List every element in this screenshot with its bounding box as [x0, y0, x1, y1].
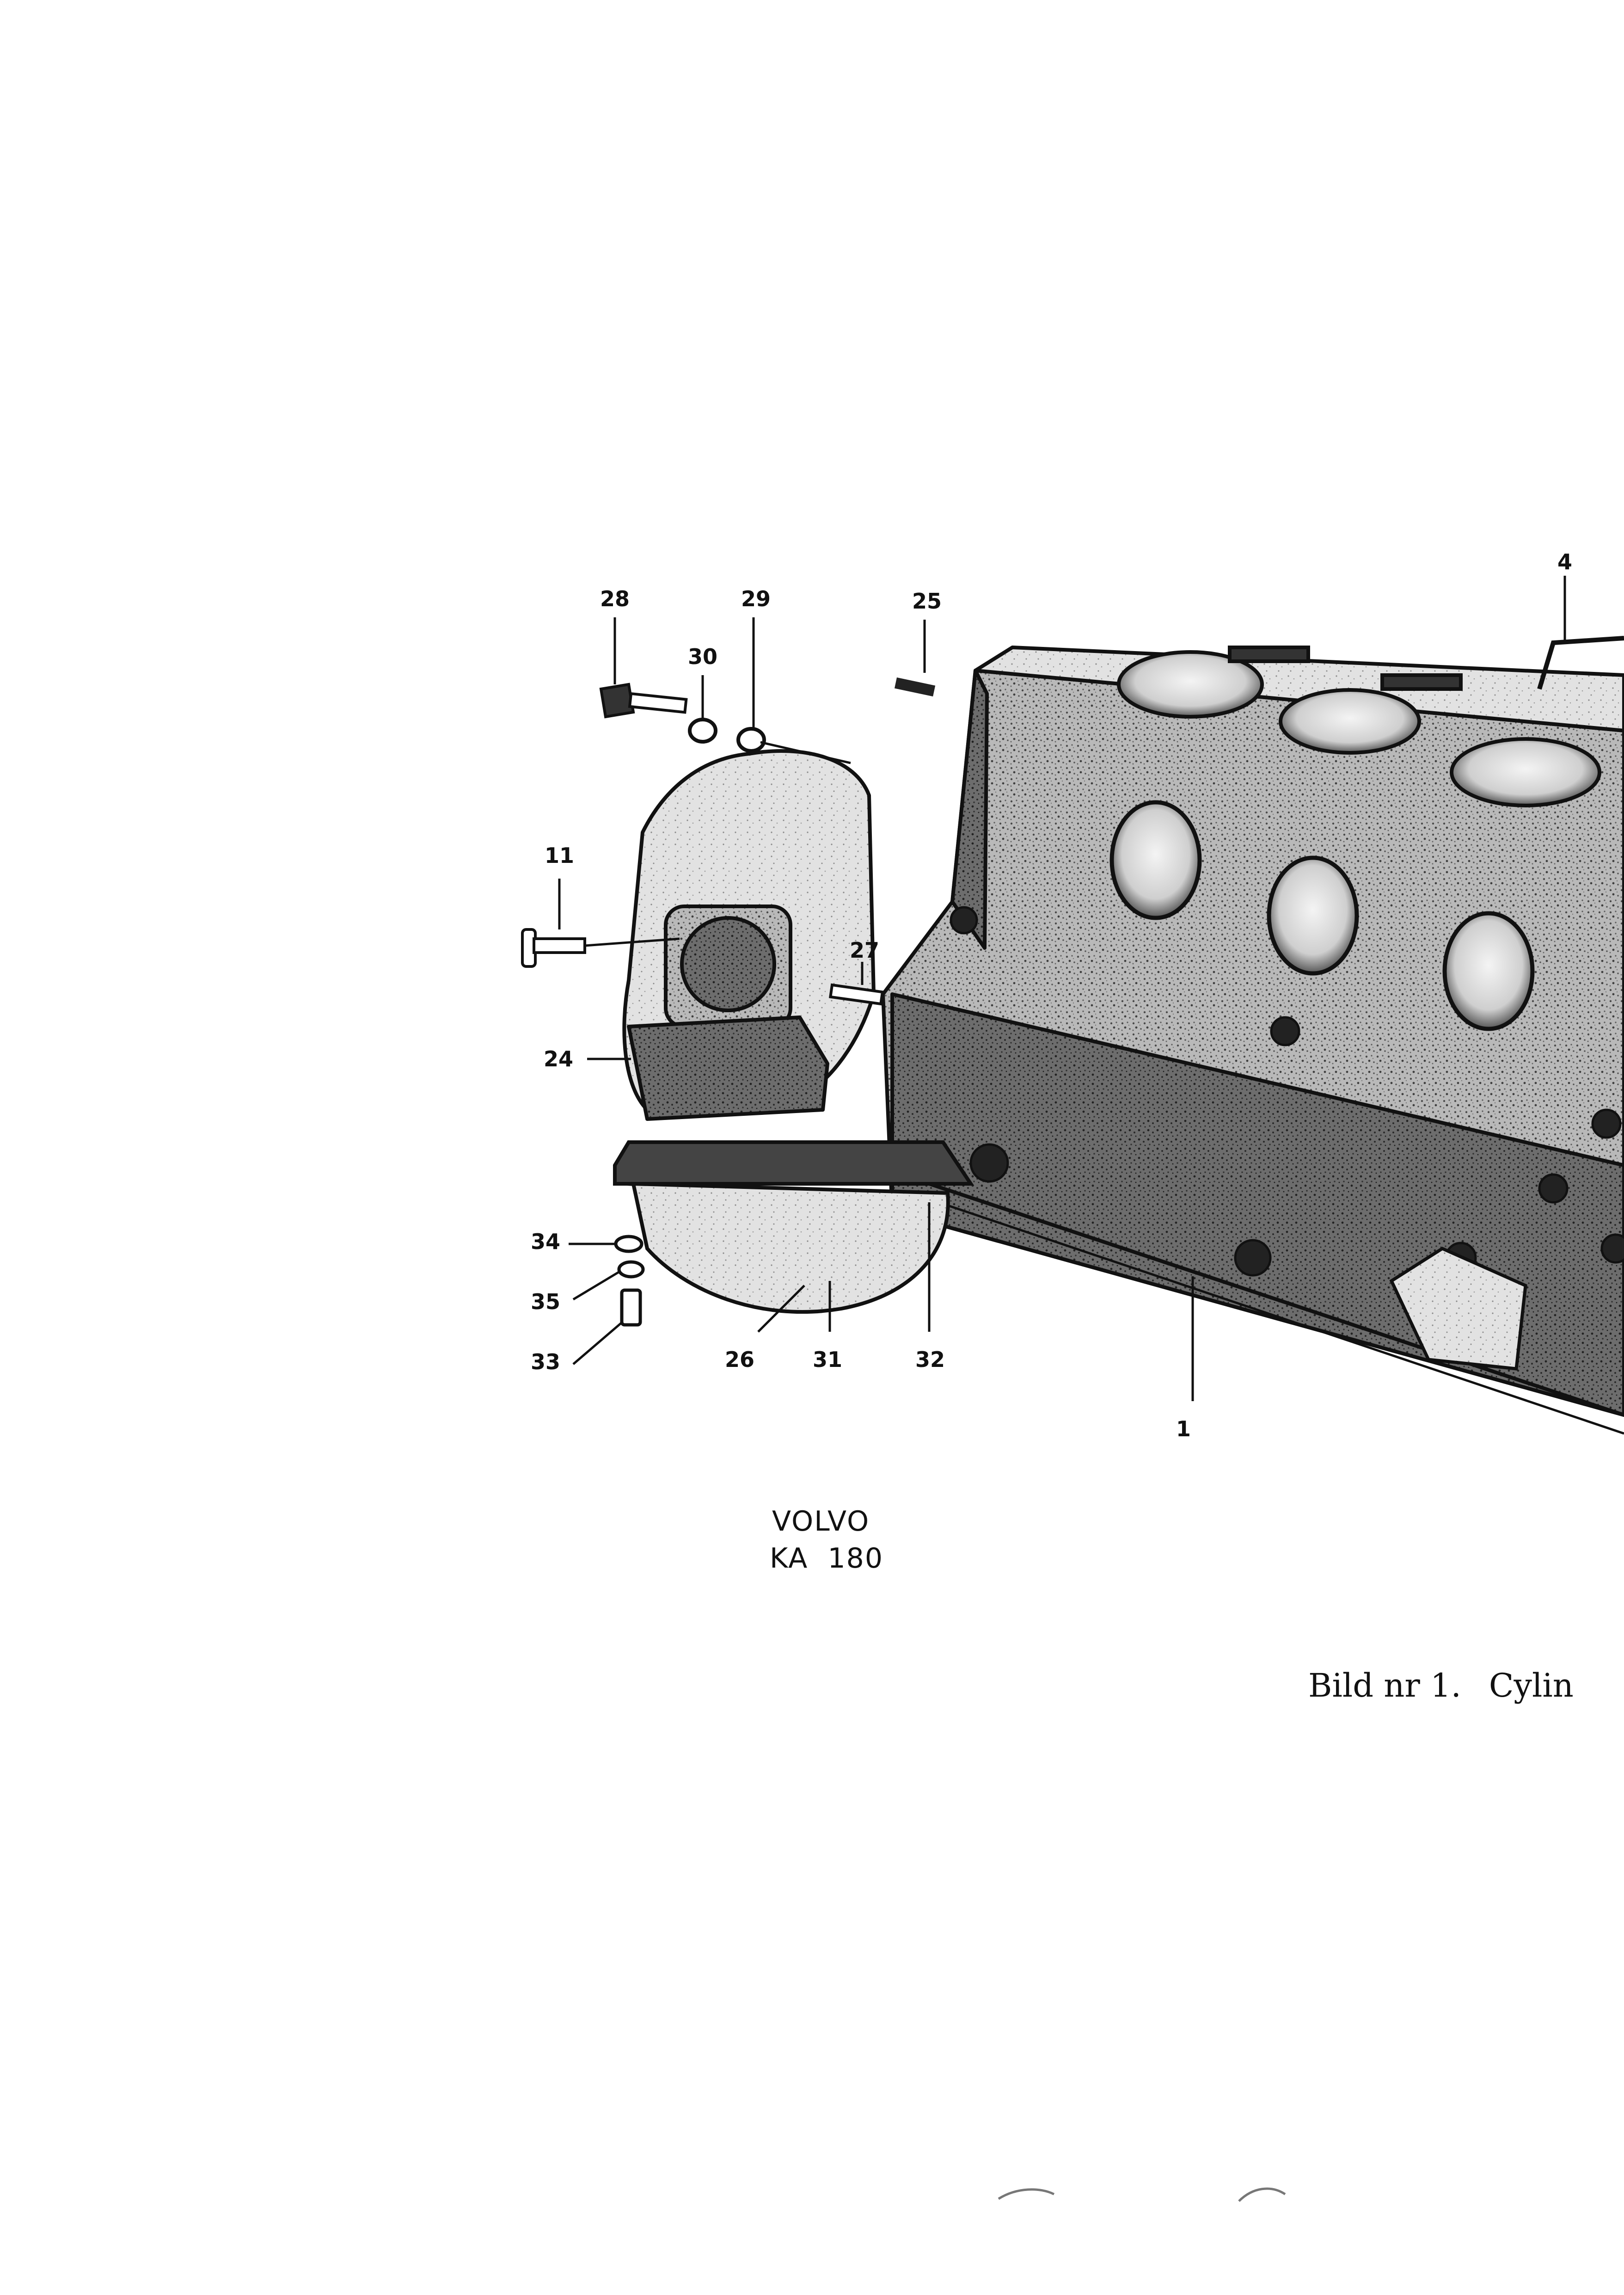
- core-plugs: [1109, 800, 1535, 1031]
- stud-27: [828, 983, 884, 1006]
- callout-33: 33: [530, 1349, 561, 1374]
- timing-cover: [622, 749, 876, 1121]
- pan-lip: [613, 1140, 974, 1186]
- callout-31: 31: [812, 1347, 843, 1372]
- callout-28: 28: [600, 586, 630, 611]
- callout-4: 4: [1557, 549, 1573, 574]
- bolt-11: [521, 928, 586, 968]
- callout-24: 24: [543, 1046, 574, 1071]
- callout-34: 34: [530, 1229, 561, 1254]
- washer-30: [688, 718, 717, 744]
- washer-29: [736, 727, 766, 753]
- leader-lines: [558, 576, 1566, 1401]
- core-plug-1: [1109, 800, 1202, 920]
- scan-specks: [998, 2187, 1286, 2202]
- core-plug-3: [1442, 911, 1535, 1031]
- head-gasket-edge: [1537, 636, 1624, 690]
- brand-volvo: VOLVO: [772, 1505, 870, 1538]
- caption-title: Cylin: [1489, 1667, 1574, 1704]
- bolt-28: [599, 683, 688, 719]
- cylinder-bores: [1117, 646, 1601, 807]
- callout-32: 32: [915, 1347, 945, 1372]
- washer-34: [614, 1235, 643, 1253]
- callout-35: 35: [530, 1289, 561, 1314]
- callout-1: 1: [1176, 1416, 1191, 1441]
- callout-25: 25: [912, 589, 942, 614]
- callout-27: 27: [849, 938, 880, 963]
- cover-opening: [680, 916, 776, 1012]
- water-port-2: [1380, 673, 1463, 691]
- washer-35: [617, 1260, 645, 1279]
- caption-number: Bild nr 1.: [1308, 1667, 1461, 1704]
- bore-3: [1450, 737, 1601, 807]
- core-plug-2: [1267, 855, 1359, 976]
- callout-30: 30: [687, 644, 718, 669]
- bore-2: [1279, 688, 1421, 755]
- mount-bracket: [1389, 1247, 1527, 1371]
- callout-29: 29: [741, 586, 771, 611]
- bore-1: [1117, 650, 1264, 719]
- oil-pan: [613, 1140, 974, 1314]
- screw-33: [620, 1288, 642, 1327]
- figure-caption: Bild nr 1. Cylin: [1308, 1669, 1601, 1702]
- water-port-1: [1228, 646, 1310, 663]
- pan-sump: [631, 1181, 950, 1314]
- callout-11: 11: [544, 843, 575, 868]
- cover-lower: [627, 1015, 829, 1121]
- block-front-face: [950, 669, 989, 950]
- callout-26: 26: [724, 1347, 755, 1372]
- dowel-25: [895, 677, 936, 697]
- model-code: KA 180: [770, 1542, 884, 1575]
